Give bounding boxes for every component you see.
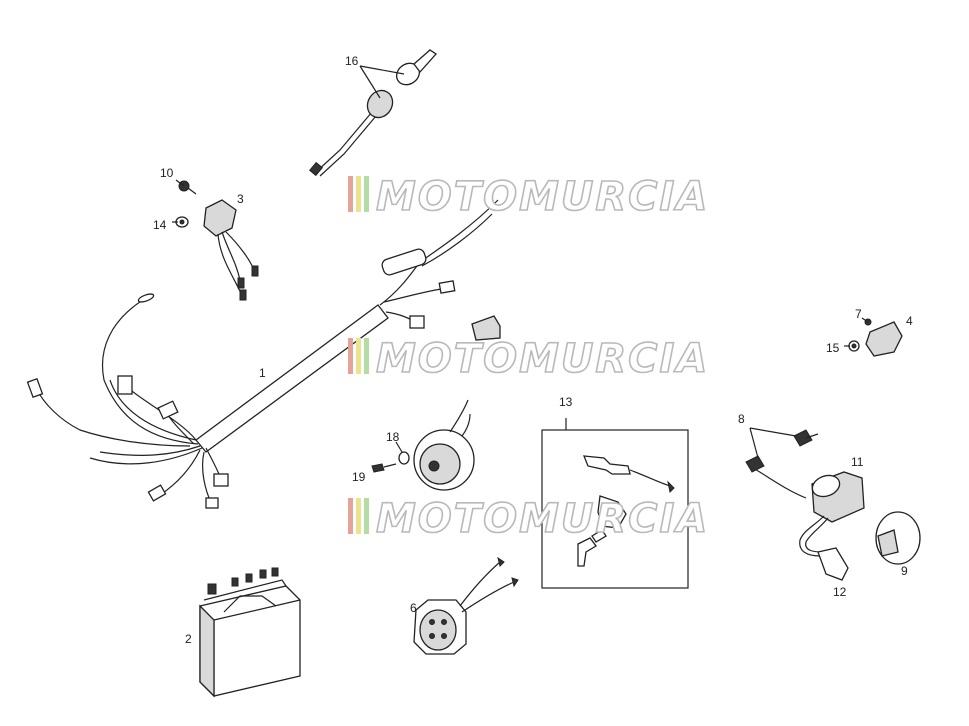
spark-plug-boot-9	[875, 511, 921, 565]
watermark-stripe-red	[348, 176, 353, 212]
callout-12: 12	[833, 585, 847, 599]
callout-13: 13	[559, 395, 573, 409]
callout-10: 10	[160, 166, 174, 180]
watermark-text: MOTOMURCIA	[376, 496, 709, 542]
callout-labels: 1 2 3 4 6 7 8 9 10 11 12 13 14 15 16 18 …	[153, 54, 913, 646]
watermark-3: MOTOMURCIA	[348, 495, 709, 543]
stator-flywheel-18	[371, 399, 475, 491]
callout-1: 1	[259, 366, 266, 380]
watermark-text: MOTOMURCIA	[376, 174, 709, 220]
watermark-stripe-green	[364, 338, 369, 374]
callout-2: 2	[185, 632, 192, 646]
callout-15: 15	[826, 341, 840, 355]
wiring-harness	[26, 199, 501, 509]
watermark-stripe-yellow	[356, 338, 361, 374]
callout-7: 7	[855, 307, 862, 321]
regulator-4	[848, 318, 903, 357]
callout-9: 9	[901, 564, 908, 578]
callout-3: 3	[237, 192, 244, 206]
callout-18: 18	[386, 430, 400, 444]
watermark-2: MOTOMURCIA	[348, 335, 709, 383]
callout-14: 14	[153, 218, 167, 232]
watermark-stripe-red	[348, 498, 353, 534]
watermark-1: MOTOMURCIA	[348, 173, 709, 221]
cdi-unit-3	[175, 180, 259, 301]
callout-4: 4	[906, 314, 913, 328]
ignition-coil-11	[745, 429, 865, 581]
watermark-stripe-green	[364, 498, 369, 534]
battery-2	[199, 567, 301, 698]
ignition-switch-kit-13	[541, 418, 689, 589]
watermark-text: MOTOMURCIA	[376, 336, 709, 382]
watermark-stripe-yellow	[356, 176, 361, 212]
watermark-stripe-red	[348, 338, 353, 374]
relay-6	[413, 556, 519, 655]
callout-6: 6	[410, 601, 417, 615]
leader-lines	[172, 65, 869, 459]
callout-19: 19	[352, 470, 366, 484]
callout-8: 8	[738, 412, 745, 426]
callout-16: 16	[345, 54, 359, 68]
switch-assembly-16	[309, 49, 437, 177]
callout-11: 11	[851, 455, 864, 469]
watermark-stripe-green	[364, 176, 369, 212]
watermark-stripe-yellow	[356, 498, 361, 534]
